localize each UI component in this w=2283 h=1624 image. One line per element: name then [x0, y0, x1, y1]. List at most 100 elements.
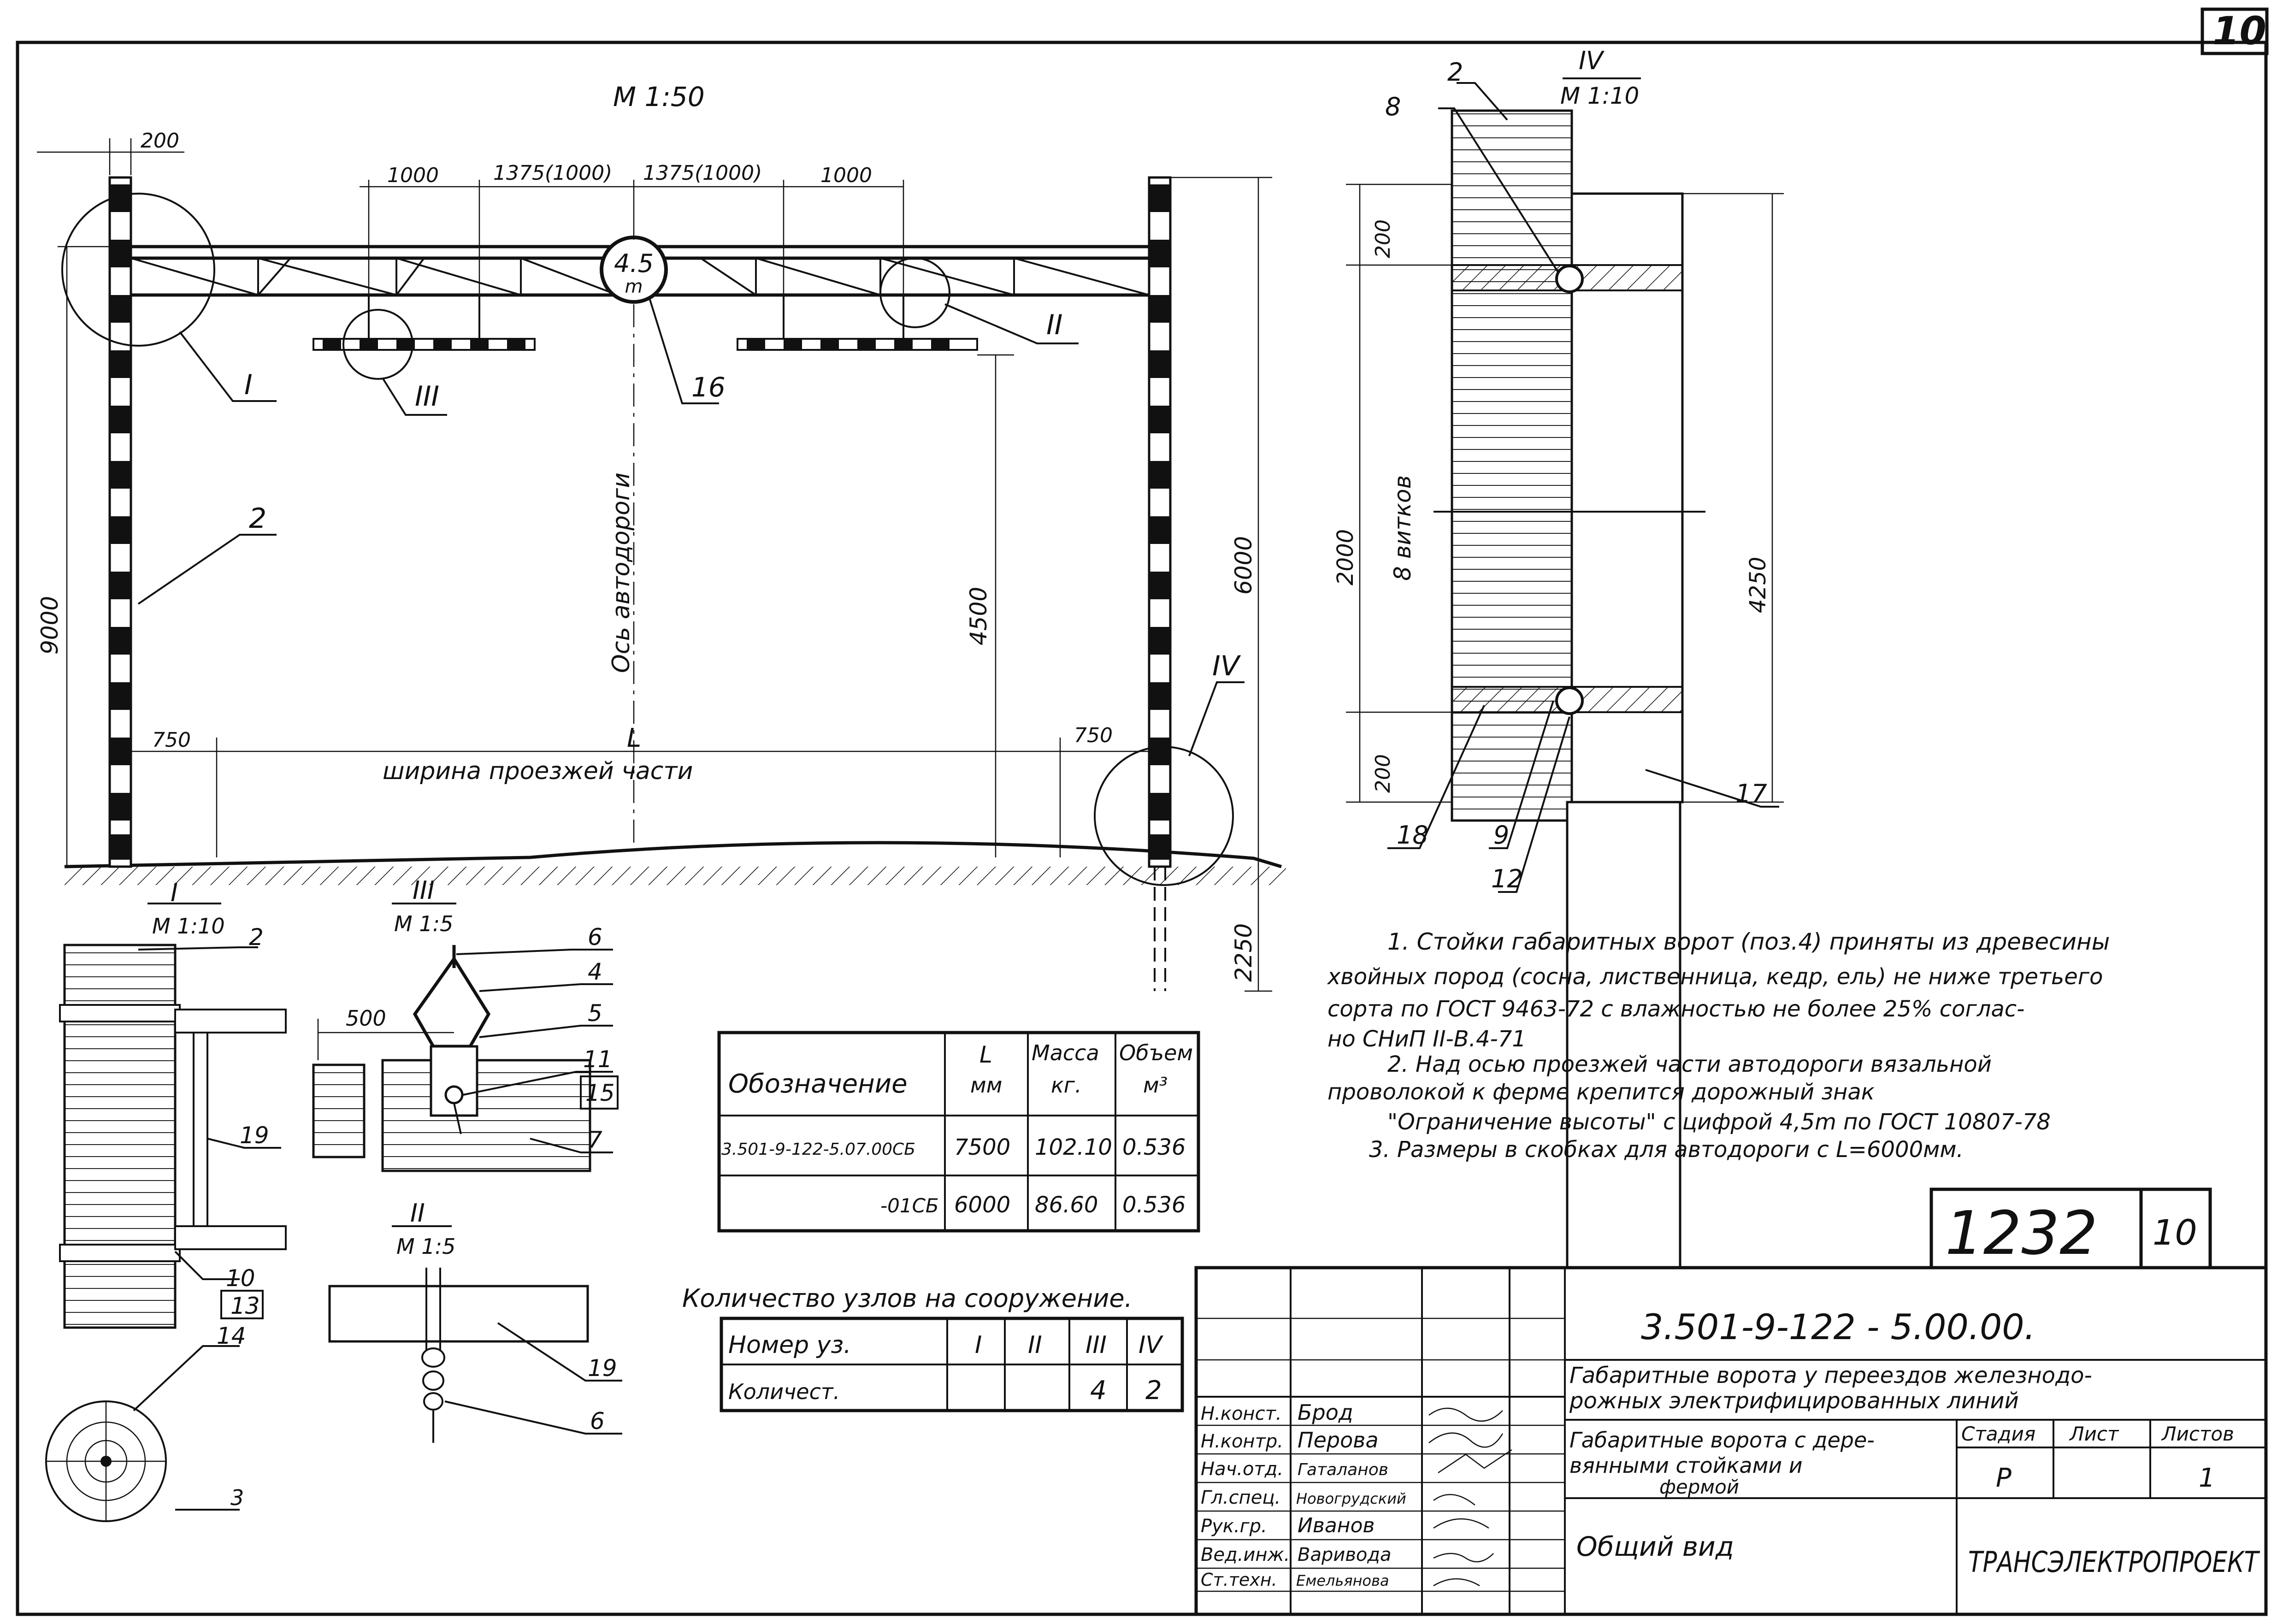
spec-row-1-mass: 102.10 [1035, 1134, 1112, 1160]
iv-post [1451, 109, 1573, 822]
ground-line [64, 841, 1282, 868]
nodes-row-1-label: Номер уз. [728, 1331, 851, 1359]
note-1-line-3: сорта по ГОСТ 9463-72 с влажностью не бо… [1327, 996, 2025, 1022]
detail-circle-iii [342, 309, 413, 380]
i-truss-chord-top [174, 1009, 287, 1033]
iii-dim-500: 500 [346, 1006, 386, 1031]
right-post-stripes [1149, 184, 1170, 860]
spec-table: Обозначение L мм Масса кг. Объем м³ 3.50… [717, 1031, 1200, 1233]
view-ii-title: II [410, 1199, 425, 1228]
tb-name-3: Новогрудский [1296, 1490, 1406, 1507]
nodes-row-2-label: Количест. [728, 1379, 840, 1404]
dim-750-right: 750 [1074, 724, 1113, 747]
dim-1375-right: 1375(1000) [643, 161, 762, 185]
nodes-col-i: I [975, 1331, 982, 1359]
tb-role-2: Нач.отд. [1201, 1459, 1283, 1480]
i-pos-10: 10 [226, 1265, 255, 1292]
general-notes: 1. Стойки габаритных ворот (поз.4) приня… [1327, 928, 2110, 1163]
iii-pos-15: 15 [585, 1080, 615, 1106]
callout-iv: IV [1212, 650, 1241, 682]
sheet-number: 10 [2212, 8, 2266, 53]
view-iv-scale: М 1:10 [1560, 83, 1639, 109]
note-1-line-1: 1. Стойки габаритных ворот (поз.4) приня… [1387, 928, 2110, 955]
iii-pos-11: 11 [583, 1046, 613, 1073]
tb-organization: ТРАНСЭЛЕКТРОПРОЕКТ [1968, 1545, 2260, 1579]
spec-row-2-volume: 0.536 [1122, 1192, 1186, 1218]
dim-1000-left: 1000 [387, 164, 439, 187]
spec-h-volume-b: м³ [1143, 1073, 1168, 1098]
iv-pos-18: 18 [1397, 821, 1428, 850]
spec-h-designation: Обозначение [728, 1069, 908, 1099]
dim-750-left: 750 [152, 728, 191, 752]
ii-chord [328, 1285, 589, 1343]
left-post-stripes [110, 184, 131, 860]
i-pos-2: 2 [249, 924, 264, 951]
view-ii: II М 1:5 19 6 [328, 1199, 622, 1443]
tb-role-6: Ст.техн. [1201, 1570, 1277, 1590]
spec-row-2-designation: -01СБ [880, 1194, 939, 1217]
tb-role-3: Гл.спец. [1201, 1487, 1280, 1508]
view-iii-scale: М 1:5 [394, 911, 453, 936]
spec-h-mass-a: Масса [1032, 1040, 1099, 1065]
archive-box: 1232 10 [1929, 1187, 2212, 1270]
nodes-count-iv: 2 [1145, 1376, 1162, 1405]
tb-sheets: 1 [2199, 1463, 2215, 1493]
view-i: I М 1:10 2 19 10 13 14 3 [45, 878, 287, 1522]
carriageway-label: ширина проезжей части [383, 757, 693, 785]
dim-1375-left: 1375(1000) [493, 161, 612, 185]
note-2-line-3: "Ограничение высоты" с цифрой 4,5m по ГО… [1387, 1109, 2051, 1135]
iv-bolt-top [1555, 265, 1584, 293]
i-pos-19: 19 [240, 1122, 269, 1149]
iii-plate [430, 1045, 478, 1117]
tb-role-1: Н.контр. [1201, 1431, 1283, 1452]
dim-9000: 9000 [36, 596, 63, 655]
tb-sheet-title-3: фермой [1659, 1476, 1739, 1498]
main-view-scale: М 1:50 [613, 81, 705, 112]
tb-view-name: Общий вид [1576, 1531, 1734, 1562]
i-truss-chord-bottom [174, 1225, 287, 1250]
iv-bolt-bottom [1555, 686, 1584, 715]
detail-circle-iv [1094, 746, 1234, 886]
callout-pos2: 2 [249, 502, 266, 535]
detail-circle-i [61, 193, 215, 347]
tb-sheet-title-1: Габаритные ворота с дере- [1569, 1428, 1875, 1453]
iv-pos-8: 8 [1385, 92, 1401, 121]
tb-name-6: Емельянова [1296, 1572, 1389, 1589]
view-iv-title: IV [1579, 46, 1605, 75]
note-3: 3. Размеры в скобках для автодороги с L=… [1369, 1137, 1964, 1163]
tb-name-1: Перова [1298, 1428, 1379, 1453]
note-2-line-1: 2. Над осью проезжей части автодороги вя… [1387, 1051, 1992, 1077]
road-axis-label: Ось автодороги [608, 472, 635, 673]
iv-dim-200-bottom: 200 [1371, 754, 1395, 793]
signature-marks [1428, 1407, 1512, 1587]
sign-text-top: 4.5 [614, 249, 654, 278]
view-i-scale: М 1:10 [152, 914, 225, 939]
tb-h-sheets: Листов [2161, 1423, 2234, 1445]
tb-project-name-2: рожных электрифицированных линий [1569, 1388, 2019, 1414]
nodes-col-iv: IV [1139, 1331, 1163, 1359]
iv-pos-2: 2 [1447, 58, 1463, 87]
note-2-line-2: проволокой к ферме крепится дорожный зна… [1327, 1079, 1875, 1105]
view-iv: IV М 1:10 200 2000 200 8 витков 4250 8 2… [1333, 46, 1784, 1269]
spec-row-2-length: 6000 [954, 1192, 1010, 1218]
i-pos-13: 13 [230, 1293, 260, 1319]
main-view: М 1:50 [36, 81, 1286, 992]
iv-pos-9: 9 [1493, 821, 1509, 850]
view-iii: III М 1:5 500 6 4 5 11 15 7 [312, 876, 619, 1172]
tb-role-0: Н.конст. [1201, 1403, 1282, 1424]
tb-h-stage: Стадия [1961, 1423, 2035, 1445]
dim-1000-right: 1000 [820, 164, 872, 187]
tb-sheet-title-2: вянными стойками и [1569, 1453, 1803, 1478]
dim-2250: 2250 [1230, 923, 1257, 982]
detail-circle-ii [879, 257, 950, 328]
nodes-col-iii: III [1085, 1331, 1107, 1359]
ii-hook [421, 1347, 445, 1368]
title-block: Н.конст. Брод Н.контр. Перова Нач.отд. Г… [1194, 1266, 2268, 1616]
iii-beam-end [312, 1063, 366, 1158]
callout-pos16: 16 [691, 372, 726, 403]
tb-name-4: Иванов [1298, 1514, 1375, 1537]
iv-dim-200-top: 200 [1371, 219, 1395, 258]
spec-h-length-b: мм [970, 1073, 1002, 1098]
view-iii-title: III [413, 876, 435, 905]
iv-dim-4250: 4250 [1745, 557, 1771, 613]
